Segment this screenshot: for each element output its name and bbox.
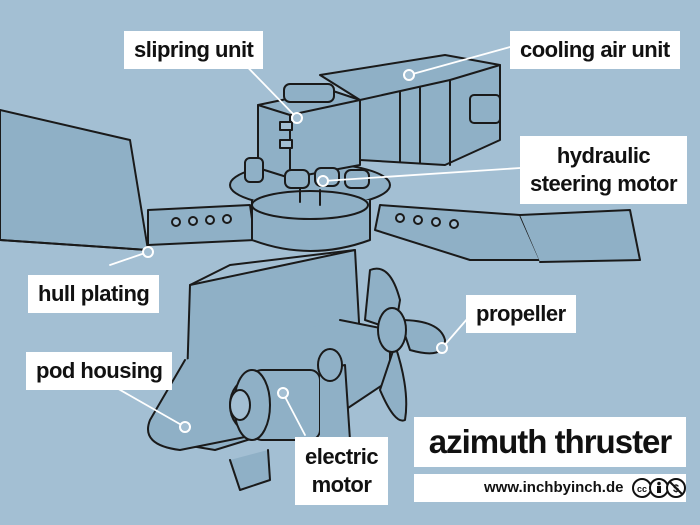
slewing-ring-shape: [229, 162, 391, 252]
nc-icon: $: [666, 478, 686, 498]
slipring-unit-shape: [257, 83, 361, 179]
propeller-shape: [364, 267, 446, 422]
label-electric-motor: electric motor: [295, 437, 389, 505]
license-icons: cc $: [632, 478, 686, 498]
label-cooling-air-unit: cooling air unit: [510, 31, 680, 69]
label-slipring-unit: slipring unit: [124, 31, 264, 69]
label-hull-plating: hull plating: [28, 275, 160, 313]
diagram-title: azimuth thruster: [414, 417, 686, 467]
leader-dots: [142, 69, 448, 433]
label-hydraulic-line2: steering motor: [530, 171, 678, 196]
label-electric-line1: electric: [305, 444, 379, 469]
label-hydraulic-steering-motor: hydraulic steering motor: [520, 136, 688, 204]
by-icon: [649, 478, 669, 498]
label-pod-housing: pod housing: [26, 352, 173, 390]
label-electric-line2: motor: [311, 472, 372, 497]
electric-motor-shape: [229, 348, 351, 441]
label-hydraulic-line1: hydraulic: [556, 143, 651, 168]
hull-plating-shape: [0, 109, 641, 263]
svg-text:cc: cc: [637, 484, 647, 494]
cc-icon: cc: [632, 478, 652, 498]
leader-lines: [107, 46, 521, 436]
label-propeller: propeller: [466, 295, 576, 333]
cooling-air-unit-shape: [319, 54, 501, 166]
hydraulic-motors-shape: [244, 157, 370, 206]
